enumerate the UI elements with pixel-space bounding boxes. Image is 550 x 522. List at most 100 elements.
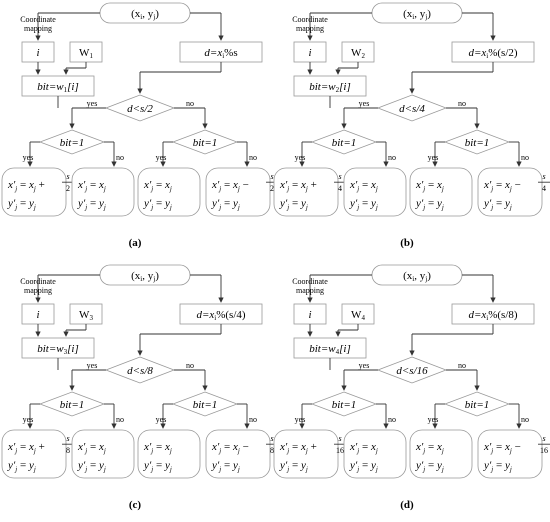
- x-result: x′j = xj +: [7, 441, 45, 455]
- fraction-denominator: 4: [542, 184, 546, 193]
- y-result: y′j = yj: [143, 459, 172, 473]
- index-label: i: [36, 47, 39, 59]
- y-result: y′j = yj: [211, 459, 240, 473]
- fraction-numerator: s: [66, 434, 69, 443]
- bit-check-left-diamond: [38, 391, 106, 417]
- x-result: x′j = xj −: [211, 441, 249, 455]
- start-label: (xi, yj): [131, 270, 159, 283]
- condition-diamond: [376, 94, 448, 122]
- y-result: y′j = yj: [483, 197, 512, 211]
- x-result: x′j = xj +: [279, 179, 317, 193]
- condition-label: d<s/16: [396, 365, 428, 377]
- yes-label: yes: [23, 153, 34, 162]
- no-label: no: [521, 153, 529, 162]
- result-box: [205, 429, 271, 479]
- modulo-label: d=xi%(s/2): [468, 47, 517, 60]
- result-box: [1, 429, 67, 479]
- x-result: x′j = xj: [349, 179, 378, 193]
- x-result: x′j = xj: [77, 441, 106, 455]
- index-label: i: [36, 309, 39, 321]
- yes-label: yes: [428, 415, 439, 424]
- y-result: y′j = yj: [349, 459, 378, 473]
- bit-check-left-diamond: [310, 129, 378, 155]
- fraction-denominator: 8: [66, 446, 70, 455]
- result-box: [409, 167, 473, 217]
- x-result: x′j = xj −: [483, 441, 521, 455]
- x-result: x′j = xj −: [483, 179, 521, 193]
- fraction-numerator: s: [338, 172, 341, 181]
- result-box: [137, 429, 201, 479]
- panel-caption: (d): [400, 499, 414, 511]
- no-label: no: [186, 361, 194, 370]
- no-label: no: [116, 415, 124, 424]
- result-box: [343, 429, 407, 479]
- y-result: y′j = yj: [349, 197, 378, 211]
- fraction-denominator: 2: [270, 184, 274, 193]
- bit-label: bit=w4[i]: [309, 343, 351, 356]
- bit-check-left-label: bit=1: [60, 399, 85, 411]
- watermark-label: W3: [79, 309, 93, 322]
- yes-label: yes: [428, 153, 439, 162]
- panel-caption: (c): [129, 499, 142, 511]
- no-label: no: [249, 415, 257, 424]
- x-result: x′j = xj +: [7, 179, 45, 193]
- bit-label: bit=w3[i]: [37, 343, 79, 356]
- bit-check-right-label: bit=1: [193, 399, 218, 411]
- panel-caption: (a): [129, 237, 142, 249]
- yes-label: yes: [295, 415, 306, 424]
- yes-label: yes: [23, 415, 34, 424]
- condition-label: d<s/8: [127, 365, 153, 377]
- condition-label: d<s/4: [399, 103, 425, 115]
- x-result: x′j = xj −: [211, 179, 249, 193]
- fraction-numerator: s: [542, 172, 545, 181]
- fraction-denominator: 8: [270, 446, 274, 455]
- modulo-label: d=xi%(s/8): [468, 309, 517, 322]
- y-result: y′j = yj: [77, 459, 106, 473]
- x-result: x′j = xj: [77, 179, 106, 193]
- no-label: no: [388, 415, 396, 424]
- y-result: y′j = yj: [7, 459, 36, 473]
- no-label: no: [116, 153, 124, 162]
- no-label: no: [458, 99, 466, 108]
- bit-check-left-diamond: [38, 129, 106, 155]
- yes-label: yes: [87, 99, 98, 108]
- fraction-denominator: 16: [336, 446, 344, 455]
- no-label: no: [249, 153, 257, 162]
- watermark-label: W4: [351, 309, 365, 322]
- yes-label: yes: [156, 415, 167, 424]
- fraction: s16: [538, 434, 550, 455]
- start-label: (xi, yj): [403, 270, 431, 283]
- index-label: i: [308, 47, 311, 59]
- yes-label: yes: [295, 153, 306, 162]
- condition-diamond: [376, 356, 448, 384]
- bit-check-right-diamond: [171, 129, 239, 155]
- y-result: y′j = yj: [483, 459, 512, 473]
- y-result: y′j = yj: [279, 197, 308, 211]
- result-box: [137, 167, 201, 217]
- fraction-denominator: 4: [338, 184, 342, 193]
- start-label: (xi, yj): [403, 8, 431, 21]
- yes-label: yes: [359, 361, 370, 370]
- start-label: (xi, yj): [131, 8, 159, 21]
- no-label: no: [388, 153, 396, 162]
- fraction-numerator: s: [542, 434, 545, 443]
- result-box: [409, 429, 473, 479]
- no-label: no: [186, 99, 194, 108]
- result-box: [477, 429, 543, 479]
- yes-label: yes: [156, 153, 167, 162]
- fraction-denominator: 2: [66, 184, 70, 193]
- modulo-label: d=xi%s: [204, 47, 237, 60]
- bit-label: bit=w1[i]: [37, 81, 79, 94]
- bit-check-right-label: bit=1: [193, 137, 218, 149]
- no-label: no: [521, 415, 529, 424]
- fraction-numerator: s: [270, 172, 273, 181]
- bit-check-right-label: bit=1: [465, 137, 490, 149]
- bit-check-right-label: bit=1: [465, 399, 490, 411]
- result-box: [477, 167, 543, 217]
- bit-check-right-diamond: [443, 129, 511, 155]
